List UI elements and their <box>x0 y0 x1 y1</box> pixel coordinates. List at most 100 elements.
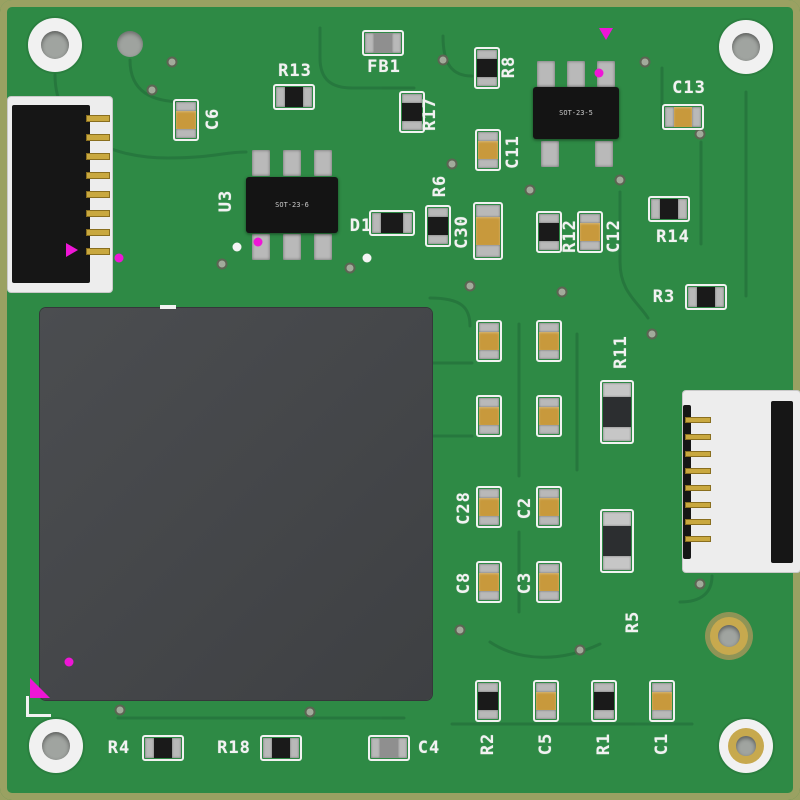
sot23-5-pad <box>537 61 555 87</box>
capacitor-c8 <box>476 561 502 603</box>
label-c1: C1 <box>652 732 672 756</box>
diode-d1 <box>369 210 415 236</box>
resistor-r3 <box>685 284 727 310</box>
sot23-5-body: SOT-23-5 <box>533 87 619 139</box>
vias <box>114 54 706 718</box>
label-c28: C28 <box>454 491 474 525</box>
sot23-5-pad <box>567 61 585 87</box>
hole-bore <box>736 736 756 756</box>
label-r14: R14 <box>656 227 690 247</box>
white-dot-marker <box>232 242 242 252</box>
component-r11 <box>600 380 634 444</box>
u3-pad <box>314 150 332 176</box>
u3-pad <box>252 150 270 176</box>
connector-pin <box>685 536 711 542</box>
connector-housing <box>12 105 90 283</box>
connector-actuator <box>771 401 793 563</box>
resistor-r17 <box>399 91 425 133</box>
connector-pin <box>86 191 110 198</box>
capacitor-row2-right <box>536 395 562 437</box>
u3-pad <box>283 234 301 260</box>
sot23-5-package-marking: SOT-23-5 <box>559 109 593 117</box>
label-r3: R3 <box>652 287 676 307</box>
capacitor-row1-right <box>536 320 562 362</box>
connector-pin <box>86 172 110 179</box>
ffc-connector-left <box>8 97 112 292</box>
plated-hole-mid-right <box>705 612 753 660</box>
capacitor-c4 <box>368 735 410 761</box>
resistor-r8 <box>474 47 500 89</box>
label-r6: R6 <box>430 174 450 198</box>
connector-pin <box>685 519 711 525</box>
resistor-r14 <box>648 196 690 222</box>
resistor-r12 <box>536 211 562 253</box>
label-c2: C2 <box>515 496 535 520</box>
connector-pin <box>685 451 711 457</box>
gold-ring <box>710 617 748 655</box>
connector-pin <box>86 134 110 141</box>
label-u3: U3 <box>216 189 236 213</box>
label-c12: C12 <box>604 219 624 253</box>
connector-pin <box>86 153 110 160</box>
u3-sot23-6-body: SOT-23-6 <box>246 177 338 233</box>
capacitor-c30 <box>473 202 503 260</box>
main-ic-bga <box>40 308 432 700</box>
mounting-hole-top-right <box>719 20 773 74</box>
label-c13: C13 <box>672 78 706 98</box>
connector-pin <box>86 229 110 236</box>
label-c30: C30 <box>452 215 472 249</box>
hole-bore <box>732 33 760 61</box>
label-r18: R18 <box>217 738 251 758</box>
silkscreen-corner-bracket <box>26 696 51 717</box>
ffc-connector-right <box>683 391 800 572</box>
label-r13: R13 <box>278 61 312 81</box>
hole-bore <box>718 625 740 647</box>
u3-pad <box>283 150 301 176</box>
sot23-5-pad <box>595 141 613 167</box>
component-r5 <box>600 509 634 573</box>
connector-pin <box>685 485 711 491</box>
u3-pad <box>314 234 332 260</box>
mounting-hole-bottom-right <box>719 719 773 773</box>
connector-pin <box>86 115 110 122</box>
label-r4: R4 <box>107 738 131 758</box>
label-r11: R11 <box>611 335 631 369</box>
resistor-r6 <box>425 205 451 247</box>
chip-pin1-tick <box>160 305 176 309</box>
magenta-dot-marker <box>64 657 74 667</box>
resistor-r1 <box>591 680 617 722</box>
connector-pin <box>685 417 711 423</box>
resistor-r13 <box>273 84 315 110</box>
mounting-hole-bottom-left <box>29 719 83 773</box>
u3-package-marking: SOT-23-6 <box>275 201 309 209</box>
connector-pin <box>685 502 711 508</box>
capacitor-c3 <box>536 561 562 603</box>
white-dot-marker <box>362 253 372 263</box>
label-c3: C3 <box>515 571 535 595</box>
magenta-corner-marker <box>30 678 50 698</box>
magenta-dot-marker <box>594 68 604 78</box>
hole-bore <box>41 31 69 59</box>
ferrite-bead-fb1 <box>362 30 404 56</box>
connector-pin <box>86 210 110 217</box>
capacitor-row1-left <box>476 320 502 362</box>
capacitor-c13 <box>662 104 704 130</box>
capacitor-c1 <box>649 680 675 722</box>
sot23-5-pad <box>541 141 559 167</box>
connector-opening <box>683 405 691 559</box>
label-r17: R17 <box>420 97 440 131</box>
mounting-hole-top-left <box>28 18 82 72</box>
label-r12: R12 <box>560 219 580 253</box>
resistor-r18 <box>260 735 302 761</box>
capacitor-c11 <box>475 129 501 171</box>
label-r5: R5 <box>623 610 643 634</box>
capacitor-row2-left <box>476 395 502 437</box>
magenta-dot-marker <box>114 253 124 263</box>
gold-ring <box>728 728 764 764</box>
hole-bore <box>42 732 70 760</box>
sot23-5-pad <box>597 61 615 87</box>
capacitor-c6 <box>173 99 199 141</box>
